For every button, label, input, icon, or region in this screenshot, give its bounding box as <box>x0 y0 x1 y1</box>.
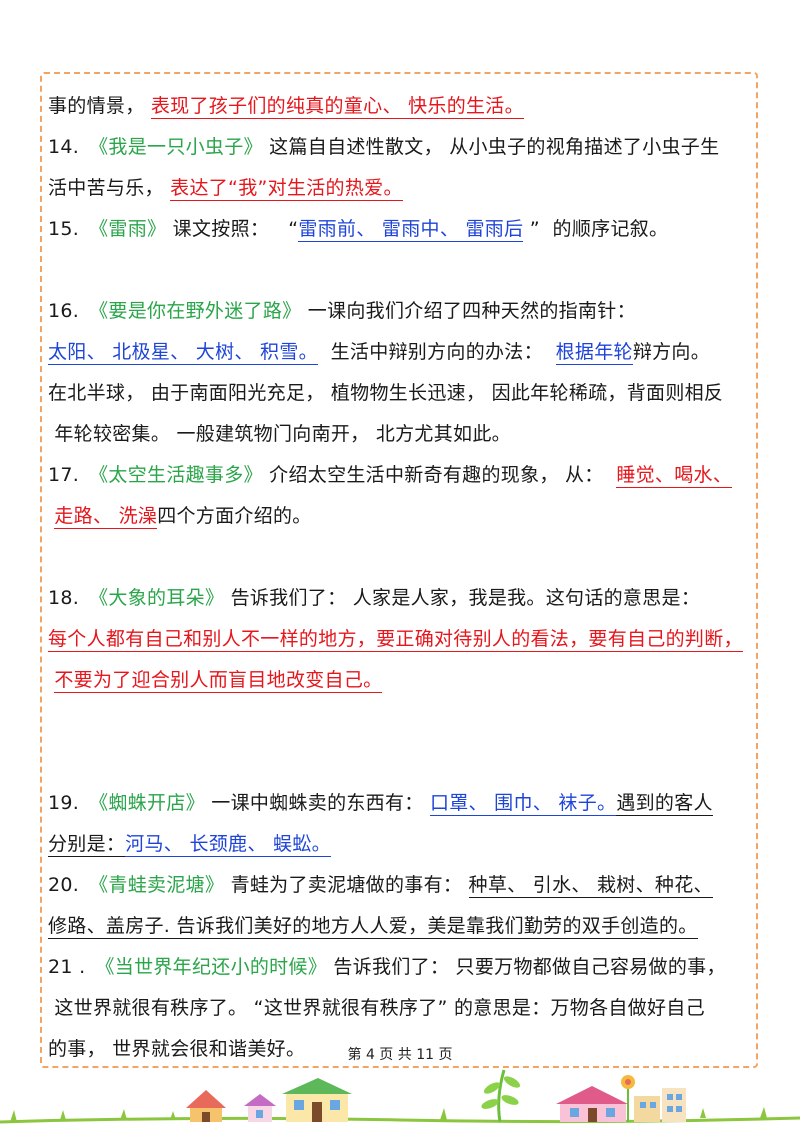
item-21: 21 . 《当世界年纪还小的时候》 告诉我们了： 只要万物都做自己容易做的事， <box>48 947 760 988</box>
text-run: 事的情景， <box>48 95 145 117</box>
item-18: 18. 《大象的耳朵》 告诉我们了： 人家是人家，我是我。这句话的意思是： <box>48 578 760 619</box>
answer-red: 表达了“我”对生活的热爱。 <box>170 177 403 201</box>
text-line: 这世界就很有秩序了。 “这世界就很有秩序了” 的意思是：万物各自做好自己 <box>48 988 760 1029</box>
small-house-icon <box>244 1094 276 1122</box>
text-run: 的事， 世界就会很和谐美好。 <box>48 1038 306 1060</box>
answer-red: 睡觉、喝水、 <box>616 464 733 488</box>
page-number: 第 4 页 共 11 页 <box>347 1047 453 1063</box>
small-house-icon <box>186 1090 226 1122</box>
text-run: 青蛙为了卖泥塘做的事有： <box>230 874 463 896</box>
item-number: 18. <box>48 587 80 609</box>
answer-underlined: 遇到的客人 <box>616 792 713 816</box>
text-run: 介绍太空生活中新奇有趣的现象， 从： <box>269 464 604 486</box>
answer-blue: 河马、 长颈鹿、 蜈蚣。 <box>125 833 331 857</box>
answer-blue: 口罩、 围巾、 袜子。 <box>429 792 617 816</box>
item-number: 14. <box>48 136 80 158</box>
text-line: 太阳、 北极星、 大树、 积雪。 生活中辩别方向的办法： 根据年轮辩方向。 <box>48 332 760 373</box>
answer-blue: 雷雨前、 雷雨中、 雷雨后 <box>298 218 524 242</box>
text-run: 的顺序记叙。 <box>552 218 669 240</box>
item-14: 14. 《我是一只小虫子》 这篇自自述性散文， 从小虫子的视角描述了小虫子生 <box>48 127 760 168</box>
text-run: 四个方面介绍的。 <box>157 505 312 527</box>
answer-red: 每个人都有自己和别人不一样的地方，要正确对待别人的看法，要有自己的判断， <box>48 628 743 652</box>
item-number: 17. <box>48 464 80 486</box>
item-number: 20. <box>48 874 80 896</box>
text-run: 告诉我们了： 人家是人家，我是我。这句话的意思是： <box>230 587 701 609</box>
lesson-title: 《太空生活趣事多》 <box>89 464 263 486</box>
lesson-title: 《蜘蛛开店》 <box>89 792 205 814</box>
lesson-title: 《要是你在野外迷了路》 <box>89 300 302 322</box>
text-run: 辩方向。 <box>632 341 711 363</box>
text-run: 这篇自自述性散文， 从小虫子的视角描述了小虫子生 <box>269 136 720 158</box>
lesson-title: 《我是一只小虫子》 <box>89 136 263 158</box>
text-line: 事的情景， 表现了孩子们的纯真的童心、 快乐的生活。 <box>48 86 760 127</box>
text-run: 告诉我们了： 只要万物都做自己容易做的事， <box>333 956 726 978</box>
grass-tufts-icon <box>10 1107 767 1122</box>
answer-underlined: 分别是： <box>48 833 126 857</box>
text-run: 课文按照： <box>172 218 270 240</box>
lesson-title: 《青蛙卖泥塘》 <box>89 874 225 896</box>
decorative-village-illustration <box>0 1069 800 1124</box>
item-number: 16. <box>48 300 80 322</box>
text-line: 每个人都有自己和别人不一样的地方，要正确对待别人的看法，要有自己的判断， <box>48 619 760 660</box>
text-line: 年轮较密集。 一般建筑物门向南开， 北方尤其如此。 <box>48 414 760 455</box>
lesson-title: 《当世界年纪还小的时候》 <box>95 956 328 978</box>
text-run: 一课向我们介绍了四种天然的指南针： <box>307 300 636 322</box>
document-body: 事的情景， 表现了孩子们的纯真的童心、 快乐的生活。 14. 《我是一只小虫子》 … <box>48 86 760 1070</box>
item-20: 20. 《青蛙卖泥塘》 青蛙为了卖泥塘做的事有： 种草、 引水、 栽树、种花、 <box>48 865 760 906</box>
item-16: 16. 《要是你在野外迷了路》 一课向我们介绍了四种天然的指南针： <box>48 291 760 332</box>
text-line: 活中苦与乐， 表达了“我”对生活的热爱。 <box>48 168 760 209</box>
answer-red: 表现了孩子们的纯真的童心、 快乐的生活。 <box>150 95 524 119</box>
text-line: 在北半球， 由于南面阳光充足， 植物物生长迅速， 因此年轮稀疏，背面则相反 <box>48 373 760 414</box>
answer-underlined: 修路、盖房子. 告诉我们美好的地方人人爱，美是靠我们勤劳的双手创造的。 <box>48 915 698 939</box>
answer-blue: 根据年轮 <box>555 341 633 365</box>
text-line: 不要为了迎合别人而盲目地改变自己。 <box>48 660 760 701</box>
item-17: 17. 《太空生活趣事多》 介绍太空生活中新奇有趣的现象， 从： 睡觉、喝水、 <box>48 455 760 496</box>
text-line: 修路、盖房子. 告诉我们美好的地方人人爱，美是靠我们勤劳的双手创造的。 <box>48 906 760 947</box>
item-number: 19. <box>48 792 80 814</box>
page-border-frame <box>40 72 758 1068</box>
quote-mark: “ <box>288 218 299 240</box>
text-run: 在北半球， 由于南面阳光充足， 植物物生长迅速， 因此年轮稀疏，背面则相反 <box>48 382 724 404</box>
building-icon <box>634 1088 686 1122</box>
lesson-title: 《大象的耳朵》 <box>89 587 225 609</box>
answer-red: 走路、 洗澡 <box>54 505 158 529</box>
text-run: 活中苦与乐， <box>48 177 164 199</box>
text-line: 分别是：河马、 长颈鹿、 蜈蚣。 <box>48 824 760 865</box>
text-line: 走路、 洗澡四个方面介绍的。 <box>48 496 760 537</box>
answer-red: 不要为了迎合别人而盲目地改变自己。 <box>54 669 383 693</box>
green-house-icon <box>282 1078 352 1122</box>
answer-blue: 太阳、 北极星、 大树、 积雪。 <box>48 341 318 365</box>
item-19: 19. 《蜘蛛开店》 一课中蜘蛛卖的东西有： 口罩、 围巾、 袜子。遇到的客人 <box>48 783 760 824</box>
text-run: 一课中蜘蛛卖的东西有： <box>211 792 424 814</box>
item-number: 21 . <box>48 956 86 978</box>
text-run: 年轮较密集。 一般建筑物门向南开， 北方尤其如此。 <box>54 423 511 445</box>
text-run: 这世界就很有秩序了。 “这世界就很有秩序了” 的意思是：万物各自做好自己 <box>54 997 705 1019</box>
item-number: 15. <box>48 218 80 240</box>
item-15: 15. 《雷雨》 课文按照： “雷雨前、 雷雨中、 雷雨后 ” 的顺序记叙。 <box>48 209 760 250</box>
answer-underlined: 种草、 引水、 栽树、种花、 <box>468 874 713 898</box>
lesson-title: 《雷雨》 <box>89 218 167 240</box>
sprout-plant-icon <box>481 1069 521 1123</box>
quote-mark: ” <box>529 218 540 240</box>
text-run: 生活中辩别方向的办法： <box>330 341 543 363</box>
pink-house-icon <box>556 1086 628 1122</box>
text-line: 的事， 世界就会很和谐美好。 <box>48 1029 760 1070</box>
